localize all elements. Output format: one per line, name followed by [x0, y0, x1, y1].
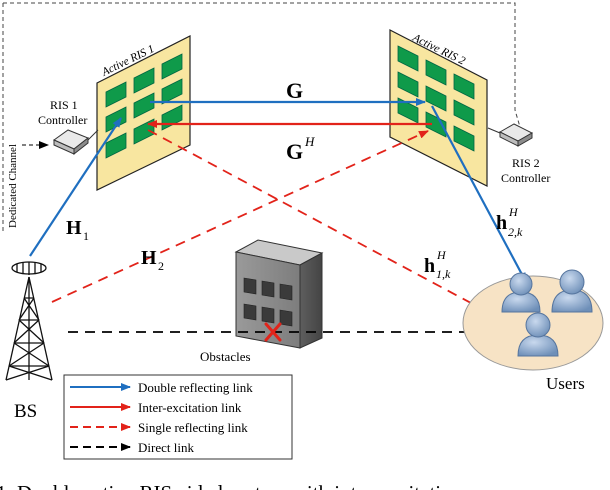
- legend: Double reflecting link Inter-excitation …: [63, 374, 293, 460]
- ris-2-controller-icon: [498, 123, 534, 147]
- active-ris-1: Active RIS 1: [96, 35, 191, 191]
- label-G: G: [286, 78, 303, 103]
- blocked-x-icon: [264, 322, 282, 342]
- ris-1-controller-label-2: Controller: [38, 113, 87, 127]
- ris-2-controller-wire: [487, 127, 501, 134]
- ris-1-elements: [105, 53, 183, 159]
- obstacles-label: Obstacles: [200, 349, 251, 364]
- legend-item-single: Single reflecting link: [70, 420, 248, 435]
- legend-label: Inter-excitation link: [138, 400, 242, 415]
- bs-tower: [5, 261, 53, 381]
- users-label: Users: [546, 374, 585, 393]
- users-group: [462, 269, 604, 371]
- label-h1k-base: h: [424, 255, 435, 277]
- link-h1k: [147, 129, 513, 326]
- ris-1-controller-icon: [53, 129, 89, 156]
- label-h2k-sub: 2,k: [508, 225, 523, 239]
- obstacle-building: [234, 239, 324, 349]
- legend-label: Single reflecting link: [138, 420, 248, 435]
- label-GH-sup: H: [304, 134, 315, 149]
- user-icon: [551, 269, 593, 313]
- label-H2-base: H: [141, 247, 157, 269]
- active-ris-2: Active RIS 2: [389, 29, 488, 187]
- user-icon: [517, 312, 559, 357]
- label-h1k-sup: H: [436, 248, 447, 262]
- dedicated-channel-label: Dedicated Channel: [7, 144, 19, 228]
- legend-label: Direct link: [138, 440, 194, 455]
- link-H1: [29, 117, 122, 257]
- figure-caption: 1. Double active RIS aided system with i…: [0, 481, 463, 490]
- label-h1k-sub: 1,k: [436, 267, 451, 281]
- ris-1-controller-wire: [87, 129, 99, 141]
- label-h2k-sup: H: [508, 205, 519, 219]
- legend-item-double: Double reflecting link: [70, 380, 253, 395]
- ris-2-controller-label-2: Controller: [501, 171, 550, 185]
- legend-item-direct: Direct link: [70, 440, 194, 455]
- label-h2k-base: h: [496, 212, 507, 234]
- ris-2-controller-label-1: RIS 2: [512, 156, 540, 170]
- legend-label: Double reflecting link: [138, 380, 253, 395]
- ris-1-controller-label-1: RIS 1: [50, 98, 78, 112]
- label-H1-sub: 1: [83, 229, 89, 243]
- user-icon: [501, 272, 541, 313]
- control-frame-line: [2, 2, 521, 232]
- legend-item-inter: Inter-excitation link: [70, 400, 242, 415]
- link-H2: [51, 130, 429, 303]
- label-H2-sub: 2: [158, 259, 164, 273]
- link-h2k: [431, 105, 527, 283]
- bs-label: BS: [14, 401, 37, 422]
- label-H1-base: H: [66, 217, 82, 239]
- label-GH-base: G: [286, 139, 303, 164]
